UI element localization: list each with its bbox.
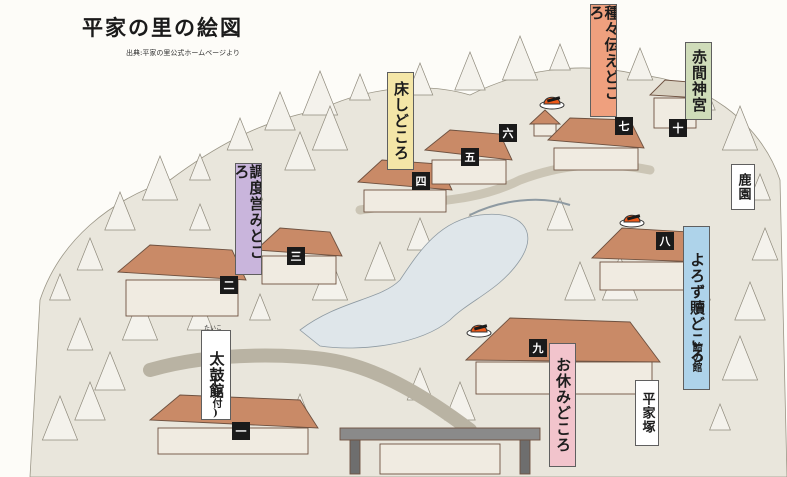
- stream: [469, 198, 571, 216]
- tree: [364, 241, 396, 281]
- tree: [141, 155, 179, 201]
- label-taikokan-text: 太鼓館: [207, 351, 226, 399]
- tree: [49, 273, 71, 301]
- pond: [299, 213, 529, 349]
- marker-9[interactable]: 九: [529, 339, 547, 357]
- building-8: [590, 227, 705, 291]
- marker-10[interactable]: 十: [669, 119, 687, 137]
- tree: [721, 105, 759, 151]
- label-toko[interactable]: 床しどころ: [387, 72, 414, 170]
- tree: [564, 261, 596, 301]
- label-rokuen-text: 鹿園: [735, 173, 751, 201]
- tree: [189, 153, 211, 181]
- label-yorozu[interactable]: よろず贖どころ: [683, 226, 710, 390]
- tree: [626, 47, 654, 81]
- tree: [226, 117, 254, 151]
- tree: [311, 105, 349, 151]
- tree: [406, 217, 434, 251]
- tree: [546, 197, 574, 231]
- hat-marker-icon[interactable]: [539, 90, 565, 112]
- marker-5[interactable]: 五: [461, 148, 479, 166]
- tree: [454, 51, 486, 91]
- tree: [264, 91, 296, 131]
- tree: [501, 35, 539, 81]
- tree: [349, 73, 371, 101]
- tree: [721, 335, 759, 381]
- tree: [74, 381, 106, 421]
- tree: [121, 295, 159, 341]
- tree: [734, 281, 766, 321]
- taikokan-sub: (受付): [210, 377, 221, 419]
- label-oyasumi-text: お休みどころ: [554, 357, 572, 453]
- label-oyasumi[interactable]: お休みどころ: [549, 343, 576, 467]
- tree: [301, 70, 339, 116]
- tree: [41, 395, 79, 441]
- label-heikezuka-text: 平家塚: [639, 392, 655, 434]
- tree: [284, 131, 316, 171]
- marker-7[interactable]: 七: [615, 117, 633, 135]
- marker-4[interactable]: 四: [412, 172, 430, 190]
- label-rokuen[interactable]: 鹿園: [731, 164, 755, 210]
- label-heikezuka[interactable]: 平家塚: [635, 380, 659, 446]
- label-chodo[interactable]: 調度営みどころ: [235, 163, 262, 275]
- marker-6[interactable]: 六: [499, 124, 517, 142]
- entrance-gate: [339, 427, 541, 475]
- building-3: [254, 227, 343, 285]
- label-yorozu-text: よろず贖どころ: [688, 252, 706, 364]
- label-akama-text: 赤間神宮: [690, 49, 708, 113]
- label-taikokan[interactable]: 太鼓館: [201, 330, 231, 420]
- tree: [76, 237, 104, 271]
- hat-marker-icon[interactable]: [619, 208, 645, 230]
- label-toko-text: 床しどころ: [392, 81, 410, 161]
- map-credit: 出典:平家の里公式ホームページより: [126, 49, 240, 57]
- hat-marker-icon[interactable]: [466, 318, 492, 340]
- tree: [249, 293, 271, 321]
- building-6: [528, 109, 562, 137]
- tree: [189, 203, 211, 231]
- tree: [709, 403, 731, 431]
- marker-2[interactable]: 二: [220, 276, 238, 294]
- label-akama[interactable]: 赤間神宮: [685, 42, 712, 120]
- tree: [66, 317, 94, 351]
- tree: [549, 43, 571, 71]
- yorozu-sub: 飴の館: [690, 342, 701, 372]
- marker-1[interactable]: 一: [232, 422, 250, 440]
- taikokan-ruby: たいこ: [204, 325, 223, 332]
- tree: [751, 227, 779, 261]
- label-tanedane[interactable]: 種々伝えどころ: [590, 4, 617, 117]
- building-2: [116, 244, 247, 317]
- label-tanedane-text: 種々伝えどころ: [590, 5, 617, 101]
- marker-8[interactable]: 八: [656, 232, 674, 250]
- marker-3[interactable]: 三: [287, 247, 305, 265]
- tree: [94, 351, 126, 391]
- buildings: [116, 79, 705, 475]
- label-chodo-text: 調度営みどころ: [235, 164, 262, 260]
- tree: [104, 191, 136, 231]
- map-title: 平家の里の絵図: [82, 15, 243, 40]
